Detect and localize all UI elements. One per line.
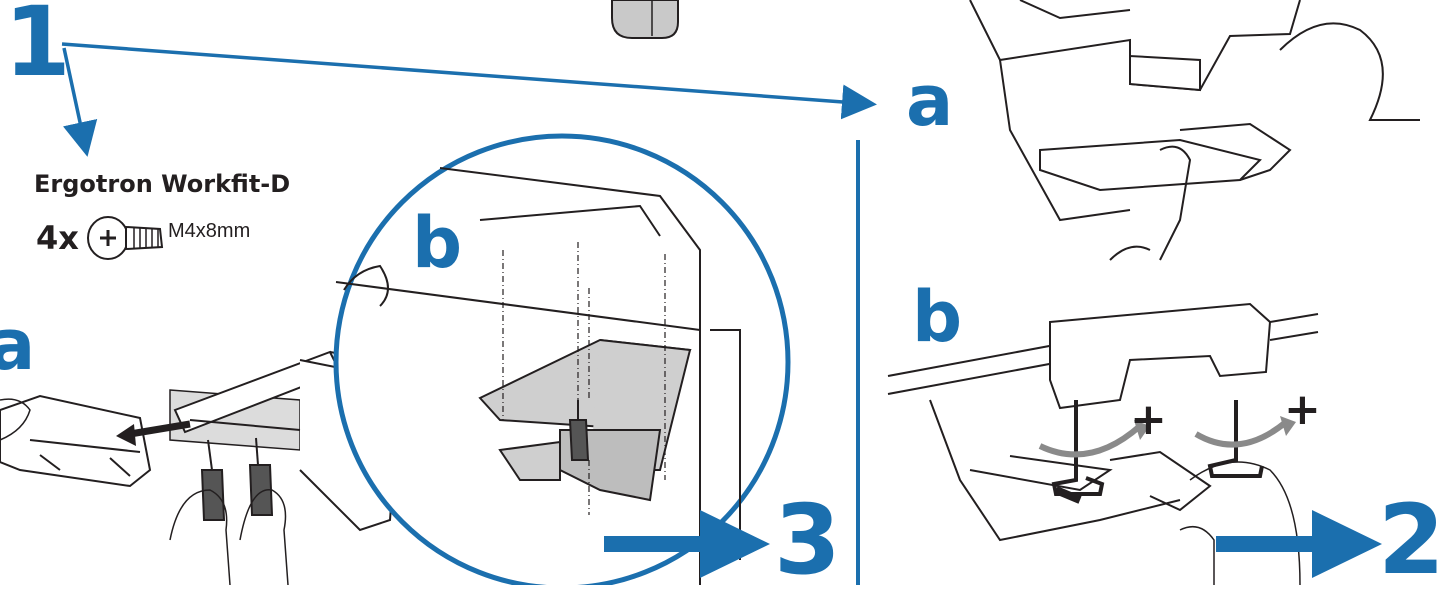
plus-sign-right: + (1284, 384, 1321, 435)
label-b-right: b (912, 276, 963, 358)
plus-sign-left: + (1130, 394, 1167, 445)
step-number: 1 (4, 0, 71, 98)
left-hands (0, 398, 289, 585)
rotation-arrowhead-left (1134, 420, 1150, 440)
next-step-arrow-right (1216, 510, 1382, 578)
rotation-arrowhead-right (1280, 416, 1296, 436)
hardware-quantity: 4x (36, 219, 79, 257)
label-a-right: a (906, 60, 954, 142)
right-hex-keys (1051, 400, 1264, 496)
step-arrows (61, 42, 877, 157)
hardware-title: Ergotron Workfit-D (34, 170, 291, 198)
next-step-number-right: 2 (1378, 484, 1438, 596)
left-screwdrivers (200, 437, 274, 521)
label-b-detail: b (412, 202, 463, 284)
detail-screw-guides (502, 242, 666, 515)
rotation-arrows (1038, 419, 1288, 458)
left-pointer-arrow (129, 420, 191, 438)
knob-part (611, 0, 679, 39)
right-assembly-b (887, 302, 1319, 542)
right-hands (1179, 461, 1301, 585)
next-step-number-left: 3 (774, 484, 841, 596)
label-a-left: a (0, 304, 36, 386)
screw-spec: M4x8mm (168, 220, 251, 242)
screw-icon (87, 216, 164, 260)
detail-screwdriver (568, 400, 590, 461)
right-assembly-a (969, 0, 1420, 261)
next-step-arrow-left (604, 510, 770, 578)
